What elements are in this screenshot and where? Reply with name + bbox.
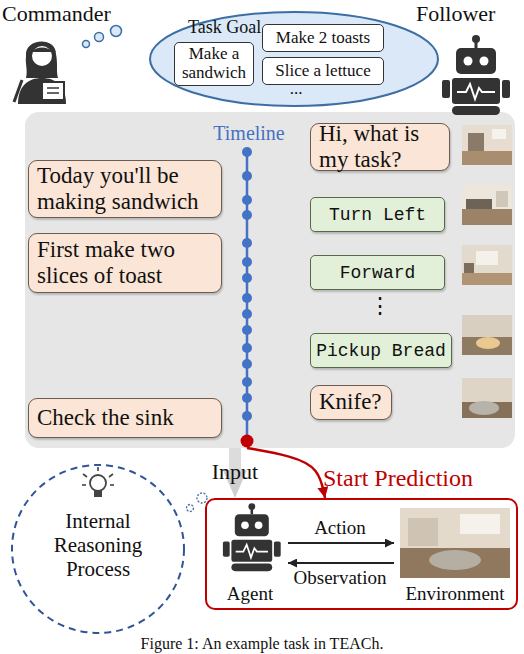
utterance-bubble: Today you'll be making sandwich xyxy=(28,160,222,218)
node-text: Forward xyxy=(340,263,416,283)
arrow-label: Action xyxy=(300,518,380,539)
heading-text: Internal Reasoning Process xyxy=(40,509,156,581)
node-text: Check the sink xyxy=(37,405,174,431)
utterance-bubble: Check the sink xyxy=(28,398,222,438)
node-text: Turn Left xyxy=(329,205,426,225)
role-label: Follower xyxy=(416,2,524,26)
heading-text: Start Prediction xyxy=(323,465,519,493)
icon-label: Agent xyxy=(212,584,288,605)
node-text: Make 2 toasts xyxy=(276,29,370,48)
arrow-label: Observation xyxy=(284,568,396,589)
icon-label: Environment xyxy=(396,584,514,605)
goal-box: Make a sandwich xyxy=(174,42,254,86)
figure-caption: Figure 1: An example task in TEACh. xyxy=(0,635,524,653)
goal-box: Slice a lettuce xyxy=(262,57,384,85)
node-text: Make a sandwich xyxy=(178,45,250,82)
heading-text: Timeline xyxy=(199,122,299,145)
edge-label: Input xyxy=(190,460,280,484)
node-text: First make two slices of toast xyxy=(37,237,213,290)
utterance-bubble: First make two slices of toast xyxy=(28,233,222,293)
node-text: Today you'll be making sandwich xyxy=(37,163,213,216)
node-text: Knife? xyxy=(319,389,382,415)
prediction-arrow xyxy=(247,448,325,498)
ellipsis: ... xyxy=(276,80,316,99)
follower-robot-icon xyxy=(442,35,510,115)
action-box: Turn Left xyxy=(310,197,445,232)
action-box: Pickup Bread xyxy=(310,333,452,368)
node-text: Slice a lettuce xyxy=(275,62,370,81)
utterance-bubble: Hi, what is my task? xyxy=(310,123,450,171)
utterance-bubble: Knife? xyxy=(310,385,392,420)
commander-icon xyxy=(14,41,66,104)
timeline-panel: Timeline Hi, what is my task? Today you'll… xyxy=(25,112,515,448)
reasoning-circle: Internal Reasoning Process xyxy=(10,463,186,635)
goal-box: Make 2 toasts xyxy=(262,24,384,52)
node-text: Pickup Bread xyxy=(316,341,446,361)
node-text: Hi, what is my task? xyxy=(319,121,441,174)
action-box: Forward xyxy=(310,255,445,290)
heading-text: Task Goal xyxy=(188,17,288,38)
role-label: Commander xyxy=(2,2,132,26)
ellipsis: ⋮ xyxy=(360,294,400,318)
